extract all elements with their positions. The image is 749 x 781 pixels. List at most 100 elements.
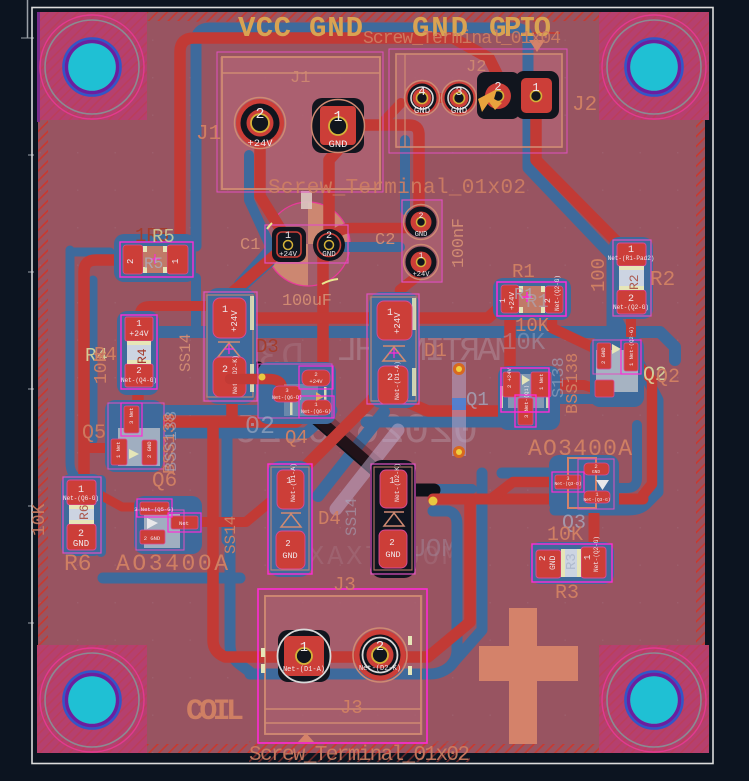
svg-text:1: 1 [286, 476, 291, 486]
svg-text:2: 2 [136, 366, 141, 376]
svg-text:R2: R2 [627, 274, 642, 290]
svg-text:Net-(Q3-D): Net-(Q3-D) [554, 481, 581, 487]
svg-text:Net-(D1-A): Net-(D1-A) [290, 463, 297, 502]
svg-text:Net-(Q2-G): Net-(Q2-G) [554, 275, 561, 311]
svg-text:R6: R6 [64, 551, 92, 577]
svg-text:3: 3 [455, 85, 462, 99]
svg-text:100: 100 [588, 258, 610, 292]
svg-text:MOU: MOU [410, 534, 457, 564]
svg-text:R5: R5 [152, 226, 175, 248]
svg-text:Net-(R1-Pad2): Net-(R1-Pad2) [608, 255, 655, 262]
svg-text:Screw_Terminal_01x04: Screw_Terminal_01x04 [363, 29, 561, 49]
svg-text:GPIO: GPIO [489, 12, 551, 45]
svg-text:Screw_Terminal_01x02: Screw_Terminal_01x02 [268, 177, 526, 200]
svg-text:10K: 10K [92, 351, 112, 384]
svg-text:GND: GND [412, 12, 468, 45]
svg-text:Net: Net [179, 520, 189, 527]
svg-text:D1: D1 [424, 340, 447, 362]
svg-text:2: 2 [222, 365, 228, 376]
svg-text:Q4: Q4 [285, 427, 308, 449]
svg-text:100nF: 100nF [450, 218, 469, 268]
svg-text:2: 2 [594, 463, 597, 470]
svg-text:1: 1 [389, 476, 394, 486]
svg-text:J3: J3 [340, 697, 363, 719]
svg-text:1 Net: 1 Net [538, 373, 545, 390]
svg-text:+24V: +24V [129, 330, 148, 339]
svg-text:2: 2 [419, 212, 424, 221]
svg-text:1: 1 [628, 245, 634, 256]
svg-text:R3: R3 [555, 582, 579, 605]
svg-text:1: 1 [314, 401, 318, 408]
svg-text:2: 2 [285, 539, 290, 549]
svg-text:10K: 10K [30, 503, 50, 536]
svg-text:R4: R4 [94, 344, 117, 366]
svg-text:1: 1 [583, 555, 593, 560]
svg-text:SS14: SS14 [177, 334, 195, 372]
svg-text:GND: GND [322, 251, 336, 259]
svg-text:1R5: 1R5 [135, 225, 169, 247]
svg-text:R4: R4 [135, 348, 150, 364]
svg-text:+24V: +24V [393, 312, 403, 334]
svg-text:R6: R6 [77, 504, 92, 520]
svg-text:AO3400A: AO3400A [528, 436, 632, 462]
svg-text:GND: GND [385, 550, 400, 560]
svg-text:S138: S138 [550, 357, 569, 398]
svg-text:10K: 10K [515, 315, 550, 337]
svg-text:D4: D4 [318, 508, 341, 530]
svg-text:GND: GND [451, 106, 467, 116]
svg-text:GND: GND [415, 231, 428, 239]
svg-text:1: 1 [595, 492, 598, 498]
svg-text:1: 1 [78, 485, 84, 496]
svg-text:C1: C1 [240, 236, 260, 255]
svg-text:SS14: SS14 [222, 516, 240, 554]
svg-text:2: 2 [544, 298, 553, 303]
svg-text:+24V: +24V [413, 271, 431, 279]
svg-text:Net-(Q4-G): Net-(Q4-G) [121, 377, 157, 384]
svg-text:Q3: Q3 [562, 512, 586, 535]
svg-text:R1: R1 [514, 286, 534, 305]
svg-text:2: 2 [387, 373, 393, 384]
svg-text:COIL: COIL [186, 695, 244, 729]
svg-text:BSS138: BSS138 [564, 353, 583, 414]
svg-text:2: 2 [538, 556, 548, 561]
svg-text:Net-(Q2-G): Net-(Q2-G) [593, 536, 600, 572]
svg-text:D3: D3 [256, 336, 279, 358]
svg-text:2: 2 [326, 231, 332, 242]
svg-text:C2: C2 [375, 231, 395, 250]
svg-text:2 GND: 2 GND [600, 347, 607, 364]
svg-text:SS14: SS14 [343, 498, 361, 536]
svg-text:Net-(D1-A): Net-(D1-A) [283, 666, 325, 674]
svg-text:GND: GND [73, 539, 89, 549]
svg-text:100uF: 100uF [282, 292, 332, 311]
svg-text:J2: J2 [572, 94, 597, 117]
svg-text:J1: J1 [290, 69, 310, 88]
svg-text:Net-(D2-K): Net-(D2-K) [394, 463, 401, 502]
svg-text:3 Net-(Q5-G): 3 Net-(Q5-G) [134, 506, 174, 513]
svg-text:BSS138: BSS138 [163, 411, 182, 472]
svg-text:3: 3 [566, 476, 569, 482]
svg-text:Net-(D1-A): Net-(D1-A) [394, 361, 401, 400]
svg-text:J1: J1 [196, 123, 221, 146]
svg-text:GND: GND [592, 469, 600, 475]
svg-text:Q2: Q2 [643, 364, 667, 387]
svg-text:1: 1 [136, 319, 141, 329]
svg-text:J3: J3 [333, 574, 356, 596]
svg-text:Q1: Q1 [466, 389, 489, 411]
svg-text:1: 1 [419, 252, 424, 261]
svg-text:R3: R3 [564, 553, 580, 570]
svg-text:R5: R5 [144, 255, 163, 273]
svg-text:Q6: Q6 [152, 470, 177, 493]
svg-text:2 GND: 2 GND [144, 535, 161, 542]
svg-text:Screw_Terminal_01x02: Screw_Terminal_01x02 [249, 744, 470, 767]
svg-text:2: 2 [78, 529, 84, 540]
svg-text:GND: GND [414, 106, 430, 116]
svg-text:1: 1 [333, 109, 342, 126]
svg-text:3 Net-(Q1): 3 Net-(Q1) [523, 385, 530, 418]
svg-text:1 Net-(Q2-G): 1 Net-(Q2-G) [628, 326, 635, 366]
svg-text:Net-(Q6-D): Net-(Q6-D) [272, 395, 302, 401]
svg-text:2: 2 [126, 259, 136, 264]
svg-text:3: 3 [285, 387, 288, 394]
svg-text:2: 2 [389, 538, 394, 548]
svg-text:GND: GND [309, 12, 363, 45]
svg-text:10K: 10K [502, 330, 546, 357]
